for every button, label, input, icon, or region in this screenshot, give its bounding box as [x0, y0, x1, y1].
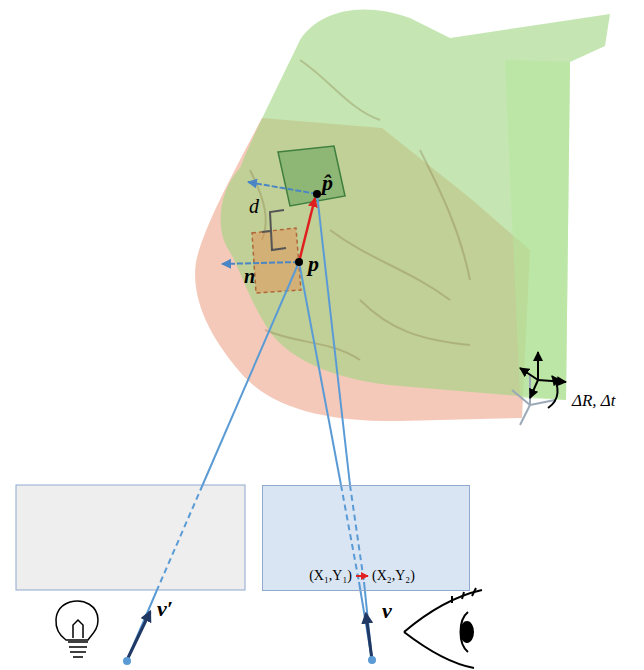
light-bulb-icon	[56, 601, 98, 657]
camera-image-plane	[262, 485, 470, 591]
normal-label: n	[244, 266, 255, 286]
light-vector	[127, 612, 150, 660]
view-vector	[366, 614, 372, 660]
source-patch	[252, 228, 301, 293]
distance-bracket	[262, 210, 286, 250]
vector-label: v	[382, 600, 392, 622]
distance-label: d	[249, 196, 259, 216]
vector-label: v′	[157, 598, 173, 620]
mesh-shading	[250, 60, 470, 360]
target-patch	[278, 146, 345, 206]
point-label: p̂	[322, 172, 333, 194]
normal-arrow	[222, 262, 299, 264]
target-mesh	[221, 9, 610, 400]
camera-origin	[368, 656, 376, 664]
mesh-shoulder	[505, 60, 570, 400]
image-plane: (X₁,Y₁) (X₂,Y₂)	[262, 485, 470, 591]
pose-axes	[512, 352, 566, 425]
normal-arrow	[248, 182, 317, 194]
coordinate-label: (X₁,Y₁)	[308, 568, 353, 583]
pose-label: ΔR, Δt	[572, 392, 616, 409]
point	[295, 258, 303, 266]
coordinate-label: (X₂,Y₂)	[371, 568, 416, 583]
point	[313, 190, 321, 198]
image-displacement	[356, 575, 368, 577]
point-label: p	[308, 253, 319, 275]
light-image-plane	[16, 485, 245, 590]
eye-icon	[404, 588, 482, 668]
light-origin	[123, 657, 131, 665]
